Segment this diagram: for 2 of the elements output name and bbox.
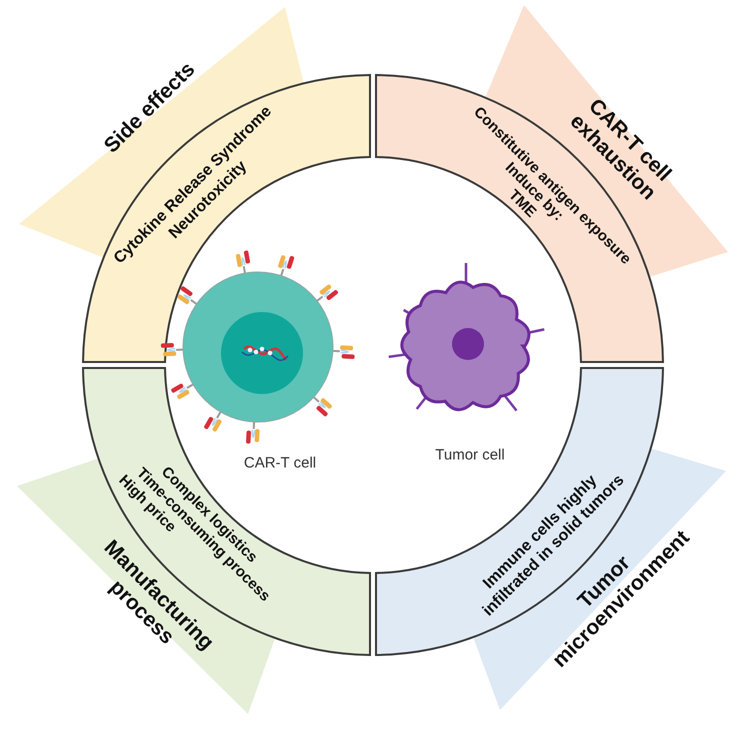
cell-label: CAR-T cell xyxy=(244,454,316,472)
cell-label: Tumor cell xyxy=(435,446,505,464)
